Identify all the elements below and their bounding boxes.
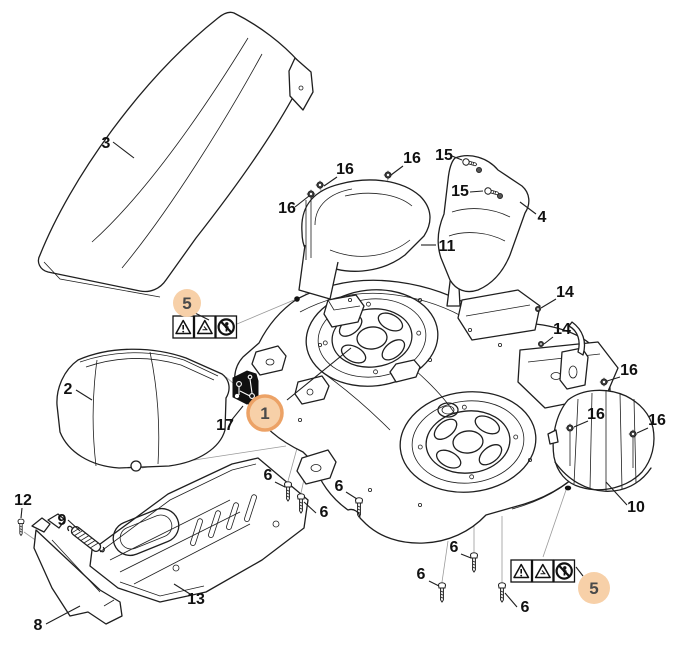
callout-1[interactable]: 1	[260, 404, 269, 423]
callout-6: 6	[264, 467, 273, 484]
callout-15: 15	[435, 147, 453, 164]
callout-15: 15	[451, 183, 469, 200]
callout-12: 12	[14, 492, 32, 509]
callout-2: 2	[64, 381, 73, 398]
callout-6: 6	[521, 599, 530, 616]
label-position-dot	[294, 296, 300, 302]
callout-10: 10	[627, 499, 645, 516]
leader-lines	[20, 141, 649, 625]
callout-14: 14	[556, 284, 574, 301]
callout-9: 9	[58, 512, 67, 529]
callout-13: 13	[187, 591, 205, 608]
callout-16: 16	[403, 150, 421, 167]
part-3-discharge-chute	[37, 11, 314, 298]
part-11-belt-cover	[298, 179, 431, 300]
label-position-dot	[564, 485, 572, 491]
part-17-belt-routing-label	[232, 370, 259, 405]
belt-routing-icon	[234, 374, 255, 399]
callout-6: 6	[450, 539, 459, 556]
part-9-spring	[67, 525, 105, 553]
highlighted-callout-5-top[interactable]: 5	[173, 289, 201, 317]
callout-16: 16	[620, 362, 638, 379]
callout-6: 6	[335, 478, 344, 495]
callout-16: 16	[278, 200, 296, 217]
part-10-discharge-cover	[547, 389, 655, 492]
part-4-guard-bracket	[437, 155, 530, 293]
callout-16: 16	[336, 161, 354, 178]
callout-16: 16	[648, 412, 666, 429]
callout-5[interactable]: 5	[182, 294, 191, 313]
callout-6: 6	[417, 566, 426, 583]
highlighted-callout-1[interactable]: 1	[246, 394, 284, 432]
callout-numbers: 3 2 12 9 8 13 17 11 4 15 15 16 16 16 16 …	[14, 135, 666, 634]
part-2-deflector-insert	[56, 348, 230, 472]
callout-17: 17	[216, 417, 234, 434]
callout-8: 8	[34, 617, 43, 634]
part-12-screw	[17, 518, 25, 536]
part-13-belt-guard	[89, 457, 309, 603]
callout-16: 16	[587, 406, 605, 423]
callout-4: 4	[538, 209, 547, 226]
callout-5[interactable]: 5	[589, 579, 598, 598]
highlighted-callout-5-bottom[interactable]: 5	[578, 572, 610, 604]
callout-11: 11	[439, 238, 456, 255]
callout-3: 3	[102, 135, 111, 152]
part-8-bracket	[31, 513, 123, 625]
safety-label-sticker	[171, 314, 238, 340]
callout-14: 14	[553, 321, 571, 338]
callout-6: 6	[320, 504, 329, 521]
part-1-cutting-deck	[234, 265, 619, 544]
safety-label-sticker	[509, 558, 576, 584]
